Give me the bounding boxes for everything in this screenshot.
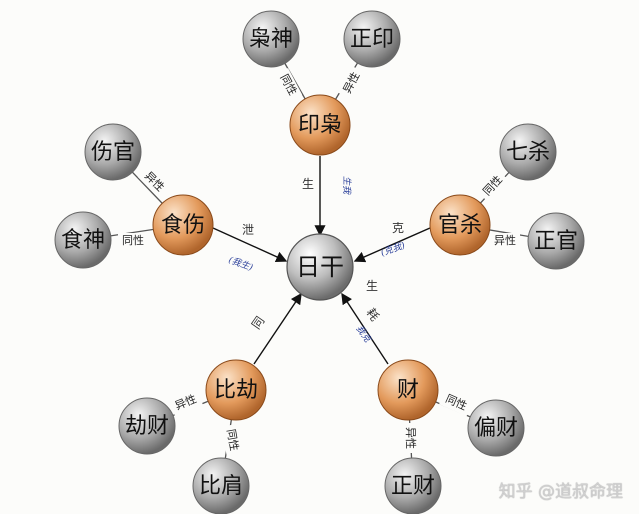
node-bijie: 比劫 <box>214 378 258 403</box>
node-zhengcai: 正财 <box>391 474 435 499</box>
node-qisha: 七杀 <box>506 140 550 165</box>
tag-cai-b: 异性 <box>404 427 418 449</box>
node-piancai: 偏财 <box>474 416 518 441</box>
extra-label: 生 <box>366 279 378 293</box>
node-yinxiao: 印枭 <box>298 113 342 138</box>
tag-guan-b: 异性 <box>494 233 516 247</box>
center-node: 日干 <box>286 233 354 301</box>
rel-yin: 生 <box>302 177 314 191</box>
arrows <box>212 156 431 365</box>
rel-guan: 克 <box>392 221 404 235</box>
node-xiaoshen: 枭神 <box>249 27 293 52</box>
node-zhengyin: 正印 <box>350 27 394 52</box>
node-shishang: 食伤 <box>161 213 205 238</box>
node-rigan: 日干 <box>296 253 344 281</box>
rel-shi: 泄 <box>242 223 254 237</box>
rel-cai: 耗 <box>364 306 382 324</box>
node-shishen: 食神 <box>61 228 105 253</box>
rel-shi-note: (我生) <box>227 254 255 273</box>
nodes-grey: 枭神 正印 伤官 食神 七杀 正官 劫财 比肩 偏财 正财 <box>54 10 585 514</box>
rel-yin-note: 生我 <box>341 176 352 195</box>
node-cai: 财 <box>397 378 419 403</box>
rel-cai-note: 我克 <box>354 323 374 346</box>
node-shangguan: 伤官 <box>91 140 135 165</box>
tag-shi-b: 同性 <box>122 233 144 247</box>
nodes-orange: 印枭 食伤 官杀 比劫 财 <box>152 94 491 421</box>
node-jiecai: 劫财 <box>125 414 169 439</box>
node-bijian: 比肩 <box>199 474 243 499</box>
watermark: 知乎 @道叔命理 <box>498 482 623 502</box>
node-zhengguan: 正官 <box>534 229 578 254</box>
node-guansha: 官杀 <box>438 213 482 238</box>
rel-guan-note: (克我) <box>379 240 407 259</box>
tag-bi-b: 同性 <box>224 428 242 452</box>
rel-bi: 同 <box>249 314 267 332</box>
